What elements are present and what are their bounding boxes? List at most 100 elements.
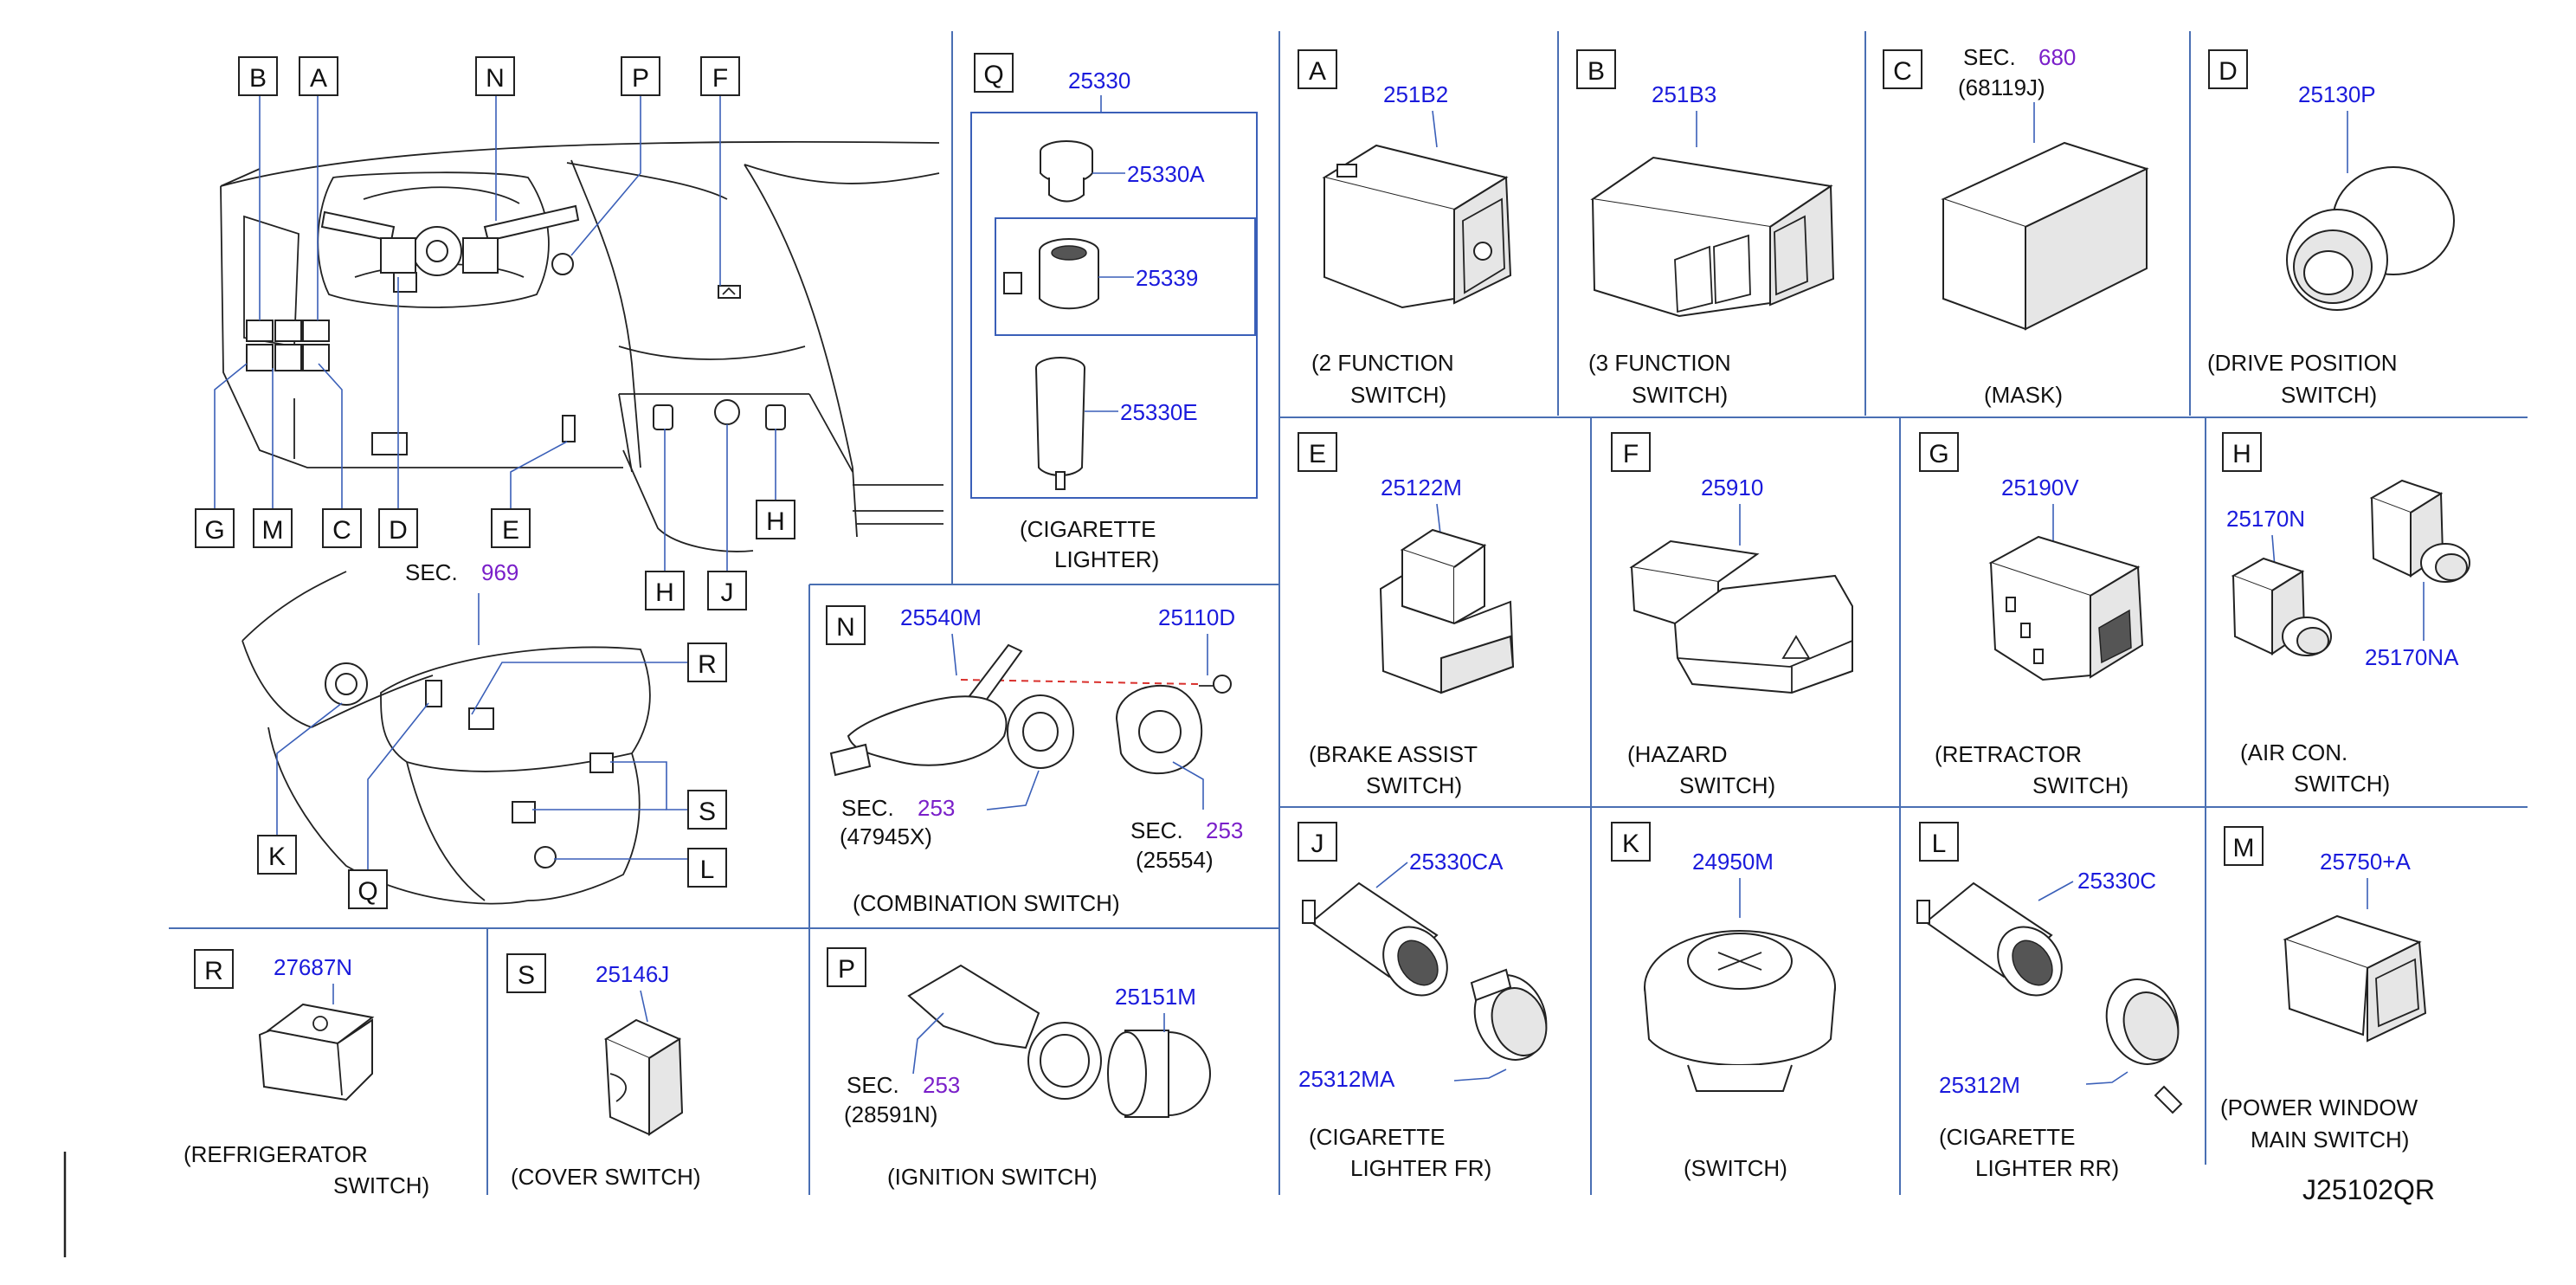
svg-text:SEC.: SEC. xyxy=(405,559,458,585)
svg-text:25110D: 25110D xyxy=(1158,604,1235,630)
svg-text:SWITCH): SWITCH) xyxy=(2032,772,2128,798)
callout-n: N xyxy=(475,56,515,96)
svg-text:D: D xyxy=(2219,57,2238,86)
panel-c-mask: C SEC. 680 (68119J) (MASK) xyxy=(1883,44,2149,408)
panel-d-drive-position-switch: D 25130P (DRIVE POSITION SWITCH) xyxy=(2207,49,2455,408)
svg-text:(CIGARETTE: (CIGARETTE xyxy=(1309,1124,1445,1150)
svg-text:L: L xyxy=(1932,830,1947,858)
svg-text:25170N: 25170N xyxy=(2226,506,2305,532)
svg-text:SWITCH): SWITCH) xyxy=(1350,382,1446,408)
panel-m-power-window-main-switch: M 25750+A (POWER WINDOW MAIN SWITCH) xyxy=(2220,826,2427,1153)
svg-text:R: R xyxy=(698,650,717,679)
svg-text:969: 969 xyxy=(481,559,518,585)
svg-text:J: J xyxy=(1311,830,1324,858)
callout-p: P xyxy=(621,56,660,96)
svg-text:251B2: 251B2 xyxy=(1383,81,1448,107)
svg-text:253: 253 xyxy=(1206,817,1243,843)
svg-text:R: R xyxy=(204,957,223,985)
svg-text:25330C: 25330C xyxy=(2077,868,2156,894)
svg-text:(47945X): (47945X) xyxy=(840,823,932,849)
svg-text:SWITCH): SWITCH) xyxy=(1366,772,1462,798)
svg-text:K: K xyxy=(1622,830,1639,858)
panel-p-ignition-switch: P 25151M SEC. 253 (28591N) (IGNITION SWI… xyxy=(827,947,1211,1190)
svg-text:25170NA: 25170NA xyxy=(2365,644,2459,670)
svg-text:25910: 25910 xyxy=(1701,475,1763,500)
svg-text:MAIN SWITCH): MAIN SWITCH) xyxy=(2251,1127,2409,1153)
panel-k-switch: K 24950M (SWITCH) xyxy=(1611,822,1836,1181)
svg-text:680: 680 xyxy=(2038,44,2076,70)
svg-text:25339: 25339 xyxy=(1136,265,1198,291)
svg-text:(BRAKE ASSIST: (BRAKE ASSIST xyxy=(1309,741,1478,767)
svg-text:H: H xyxy=(2232,440,2251,468)
svg-text:25330A: 25330A xyxy=(1127,161,1205,187)
svg-text:(DRIVE POSITION: (DRIVE POSITION xyxy=(2207,350,2398,376)
svg-text:(3 FUNCTION: (3 FUNCTION xyxy=(1588,350,1731,376)
panel-l-cigarette-lighter-rr: L 25330C 25312M (CIGARETTE LIGHTER RR) xyxy=(1916,822,2183,1181)
svg-text:25330: 25330 xyxy=(1068,68,1130,94)
svg-text:H: H xyxy=(655,578,674,607)
svg-text:25146J: 25146J xyxy=(596,961,669,987)
svg-text:(COVER SWITCH): (COVER SWITCH) xyxy=(511,1164,701,1190)
svg-text:B: B xyxy=(1587,57,1605,86)
svg-text:C: C xyxy=(1893,57,1912,86)
svg-text:(AIR CON.: (AIR CON. xyxy=(2240,739,2347,765)
panel-j-cigarette-lighter-fr: J 25330CA 25312MA (CIGARETTE LIGHTER FR) xyxy=(1298,822,1548,1181)
svg-text:E: E xyxy=(502,516,519,545)
console-overview: SEC. 969 R S L K Q xyxy=(242,559,727,909)
svg-text:25130P: 25130P xyxy=(2298,81,2376,107)
svg-text:G: G xyxy=(1929,440,1948,468)
svg-text:Q: Q xyxy=(357,877,377,906)
svg-text:K: K xyxy=(268,843,286,871)
svg-text:N: N xyxy=(486,64,505,93)
panel-n-combination-switch: N 25540M 25110D SEC. 253 (47945X) SEC. 2… xyxy=(826,604,1243,916)
svg-text:(COMBINATION SWITCH): (COMBINATION SWITCH) xyxy=(853,890,1120,916)
svg-text:(IGNITION SWITCH): (IGNITION SWITCH) xyxy=(887,1164,1098,1190)
svg-text:24950M: 24950M xyxy=(1692,849,1774,875)
panel-f-hazard-switch: F 25910 (HAZARD SWITCH) xyxy=(1611,432,1853,798)
diagram-code: J25102QR xyxy=(2302,1174,2435,1205)
svg-text:H: H xyxy=(766,507,785,536)
svg-text:G: G xyxy=(204,516,224,545)
svg-text:SEC.: SEC. xyxy=(1130,817,1183,843)
svg-text:25312M: 25312M xyxy=(1939,1072,2020,1098)
callout-s: S xyxy=(687,790,727,830)
callout-l: L xyxy=(687,848,727,888)
svg-text:(SWITCH): (SWITCH) xyxy=(1684,1155,1787,1181)
svg-text:SWITCH): SWITCH) xyxy=(2294,771,2390,797)
panel-h-air-con-switch: H 25170N 25170NA (AIR CON. SWITCH) xyxy=(2222,432,2470,797)
svg-text:M: M xyxy=(2233,834,2255,862)
callout-h-left: H xyxy=(645,571,685,610)
svg-text:(CIGARETTE: (CIGARETTE xyxy=(1020,516,1156,542)
svg-text:LIGHTER): LIGHTER) xyxy=(1054,546,1159,572)
callout-f: F xyxy=(700,56,740,96)
panel-r-refrigerator-switch: R 27687N (REFRIGERATOR SWITCH) xyxy=(184,949,429,1198)
svg-text:(68119J): (68119J) xyxy=(1958,74,2045,100)
svg-text:SWITCH): SWITCH) xyxy=(1679,772,1775,798)
svg-text:A: A xyxy=(1309,57,1326,86)
svg-text:(RETRACTOR: (RETRACTOR xyxy=(1935,741,2082,767)
callout-q: Q xyxy=(348,869,388,909)
panel-g-retractor-switch: G 25190V (RETRACTOR SWITCH) xyxy=(1919,432,2144,798)
callout-a: A xyxy=(299,56,338,96)
svg-text:S: S xyxy=(699,797,716,826)
svg-text:(CIGARETTE: (CIGARETTE xyxy=(1939,1124,2075,1150)
svg-text:SWITCH): SWITCH) xyxy=(1632,382,1728,408)
svg-text:M: M xyxy=(262,516,284,545)
panel-q-cigarette-lighter: Q 25330 25330A 25339 25330E (CIGARETTE L… xyxy=(970,53,1258,572)
svg-text:SEC.: SEC. xyxy=(1963,44,2016,70)
svg-text:F: F xyxy=(712,64,728,93)
svg-text:P: P xyxy=(838,955,855,984)
panel-e-brake-assist-switch: E 25122M (BRAKE ASSIST SWITCH) xyxy=(1298,432,1515,798)
svg-text:A: A xyxy=(310,64,327,93)
svg-text:25122M: 25122M xyxy=(1381,475,1462,500)
svg-text:C: C xyxy=(332,516,351,545)
callout-h-right: H xyxy=(756,500,795,539)
svg-text:25151M: 25151M xyxy=(1115,984,1196,1010)
svg-text:(25554): (25554) xyxy=(1136,847,1214,873)
svg-text:F: F xyxy=(1623,440,1639,468)
svg-text:(MASK): (MASK) xyxy=(1984,382,2063,408)
svg-text:D: D xyxy=(389,516,408,545)
svg-text:(2 FUNCTION: (2 FUNCTION xyxy=(1311,350,1454,376)
svg-text:E: E xyxy=(1309,440,1326,468)
